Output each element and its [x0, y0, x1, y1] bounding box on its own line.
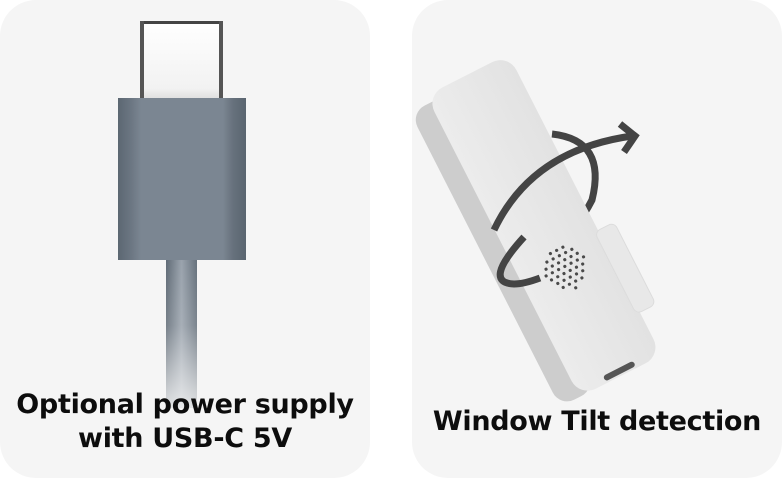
feature-card-power-supply: Optional power supply with USB-C 5V: [0, 0, 370, 478]
caption-power-supply: Optional power supply with USB-C 5V: [0, 388, 370, 456]
caption-window-tilt: Window Tilt detection: [412, 405, 782, 439]
tilt-sensor-device-icon: [415, 60, 656, 402]
caption-line: Window Tilt detection: [432, 406, 762, 437]
caption-line: Optional power supply: [16, 389, 354, 420]
caption-line: with USB-C 5V: [78, 423, 292, 454]
speaker-grille: [544, 245, 586, 290]
feature-card-window-tilt: Window Tilt detection: [412, 0, 782, 478]
usb-c-connector-icon: [118, 21, 246, 408]
